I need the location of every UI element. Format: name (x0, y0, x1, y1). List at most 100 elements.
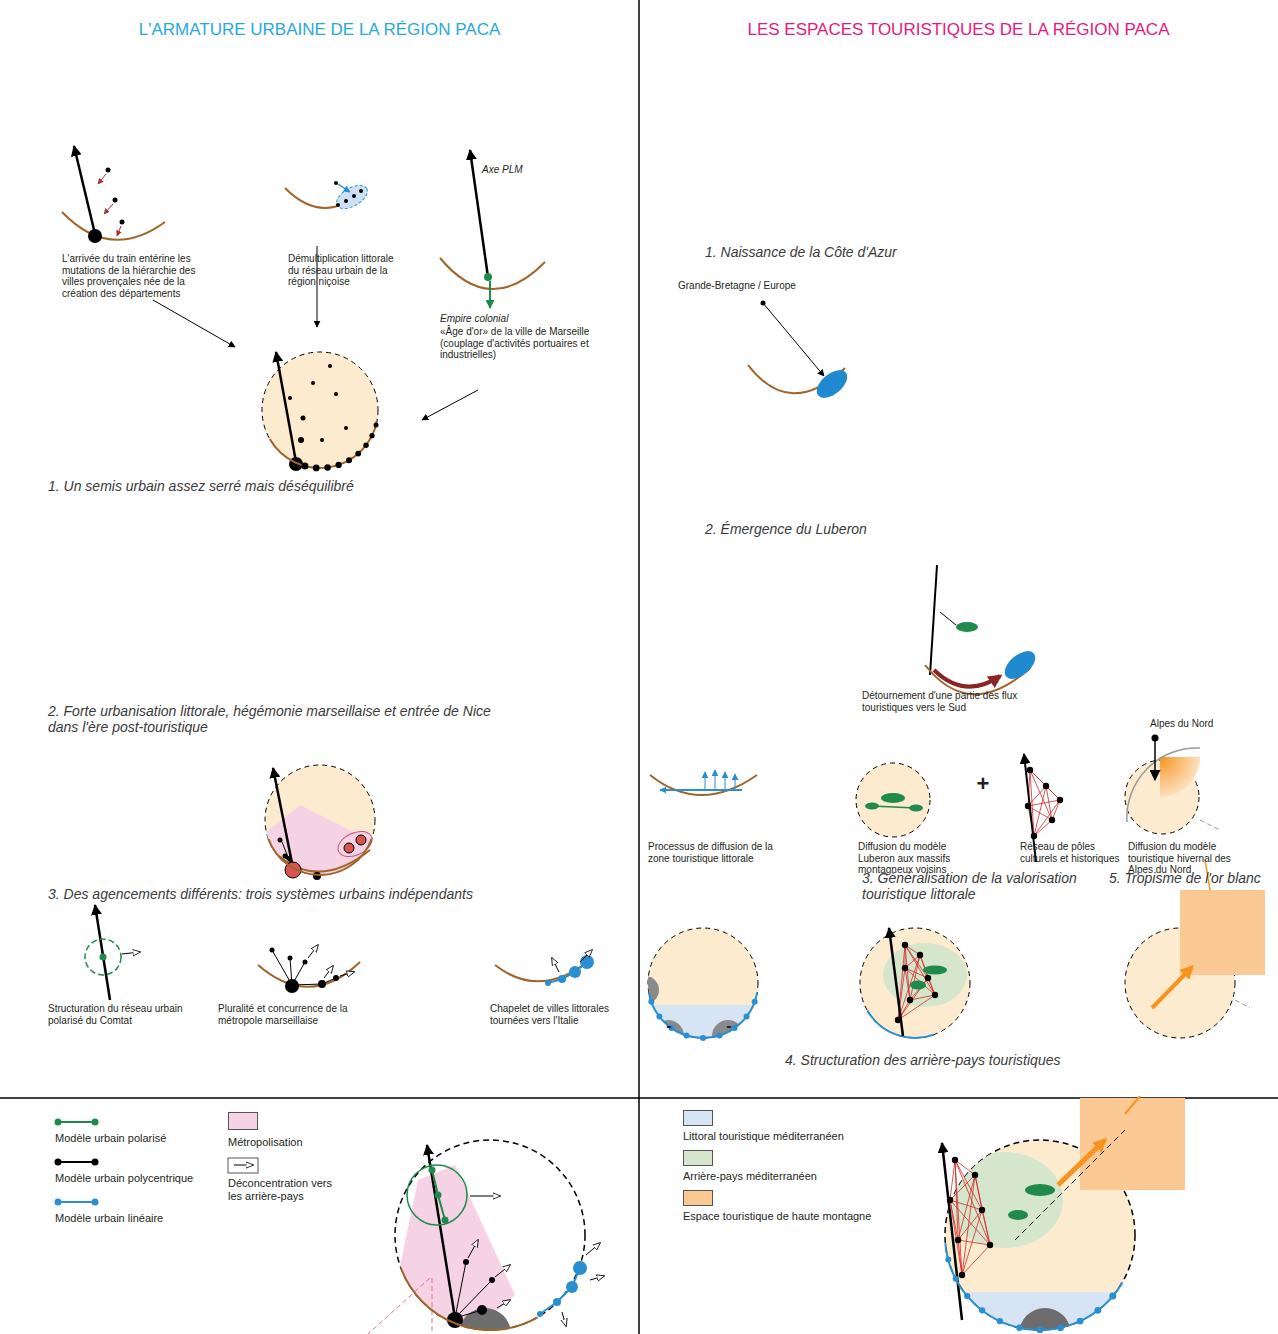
network-line (958, 1175, 975, 1240)
town-dot (683, 1032, 689, 1038)
pole-dot (987, 1242, 993, 1248)
pole-dot (932, 992, 938, 998)
pole-dot (952, 1157, 958, 1163)
coastline (649, 993, 757, 1038)
right-sketches (631, 301, 1265, 1053)
network-line (1028, 800, 1060, 806)
town-dot (1016, 1324, 1023, 1331)
section-title: 1. Naissance de la Côte d'Azur (705, 244, 1005, 260)
town-dot (1094, 1307, 1101, 1314)
pole-dot (907, 997, 913, 1003)
caption: Grande-Bretagne / Europe (678, 280, 838, 292)
town-dot (717, 1032, 723, 1038)
left-sketches (62, 146, 594, 1000)
pole-dot (917, 952, 923, 958)
network-line (950, 1200, 990, 1245)
pole-dot (1043, 783, 1049, 789)
town-dot (374, 423, 379, 428)
town-dot (301, 463, 308, 470)
legend-label: Modèle urbain polarisé (55, 1132, 220, 1145)
town-dot (363, 443, 369, 449)
section-title: 2. Forte urbanisation littorale, hégémon… (48, 703, 518, 735)
caption: Axe PLM (482, 164, 542, 176)
network-line (950, 1160, 955, 1200)
network-line (955, 1160, 990, 1245)
town-dot (752, 999, 758, 1005)
caption: Alpes du Nord (1150, 718, 1240, 730)
town-dot (313, 465, 320, 472)
town-dot (732, 1025, 738, 1031)
left-synthesis (368, 1140, 604, 1334)
panel-heading: L'ARMATURE URBAINE DE LA RÉGION PACA (0, 0, 639, 40)
network-line (958, 1240, 962, 1275)
caption: Pluralité et concurrence de la métropole… (218, 1003, 368, 1026)
town-dot (997, 1318, 1003, 1324)
town-dot (1057, 1324, 1064, 1331)
caption: Détournement d'une partie des flux touri… (862, 690, 1022, 713)
caption: Structuration du réseau urbain polarisé … (48, 1003, 188, 1026)
legend-label: Littoral touristique méditerranéen (683, 1130, 903, 1143)
symbol-label: - (723, 1018, 735, 1034)
pole-dot (955, 1237, 961, 1243)
network-line (975, 1175, 990, 1245)
town-dot (964, 1293, 970, 1299)
pole-dot (979, 1207, 985, 1213)
network-line (1034, 820, 1052, 836)
network-line (958, 1240, 990, 1245)
town-dot (336, 462, 342, 468)
section-title: 5. Tropisme de l'or blanc (1109, 870, 1274, 886)
caption: «Âge d'or» de la ville de Marseille (cou… (440, 326, 635, 361)
symbol-label: + (973, 776, 993, 792)
town-dot (953, 1276, 959, 1282)
network-line (905, 968, 910, 1000)
massif (910, 981, 926, 990)
legend-swatch (683, 1190, 713, 1206)
network-line (905, 945, 928, 978)
network-line (898, 978, 928, 1020)
caption: Réseau de pôles culturels et historiques (1020, 841, 1120, 864)
axis-arrow (889, 928, 903, 1036)
section-title: 3. Généralisation de la valorisation tou… (862, 870, 1102, 902)
coastline (268, 839, 371, 875)
symbol-label: - (663, 1018, 675, 1034)
town-dot (744, 1013, 750, 1019)
pole-dot (1049, 817, 1055, 823)
town-dot (369, 433, 374, 438)
town-dot (346, 457, 352, 463)
network-line (1034, 800, 1060, 836)
pole-dot (947, 1197, 953, 1203)
town-dot (324, 464, 331, 471)
town-dot (1109, 1293, 1116, 1300)
pole-dot (902, 965, 908, 971)
coastline (945, 1243, 1122, 1330)
network-line (898, 995, 935, 1020)
town-dot (1037, 1327, 1044, 1334)
legend-label: Métropolisation (228, 1136, 378, 1149)
legend-swatch (683, 1150, 713, 1166)
pole-dot (925, 975, 931, 981)
pole-dot (972, 1172, 978, 1178)
network-line (958, 1210, 982, 1240)
network-line (962, 1175, 975, 1275)
network-line (1030, 770, 1052, 820)
pole-dot (1057, 797, 1063, 803)
town-dot (656, 1013, 662, 1019)
town-dot (945, 1257, 951, 1263)
pole-dot (902, 942, 908, 948)
legend-swatch (683, 1110, 713, 1126)
town-dot (648, 999, 654, 1005)
pole-dot (959, 1272, 965, 1278)
network-line (982, 1210, 990, 1245)
network-line (1030, 770, 1060, 800)
legend-label: Espace touristique de haute montagne (683, 1210, 903, 1223)
caption: L'arrivée du train entérine les mutation… (62, 253, 212, 299)
section-title: 3. Des agencements différents: trois sys… (48, 886, 618, 902)
legend-label: Arrière-pays méditerranéen (683, 1170, 903, 1183)
coastline (270, 420, 377, 468)
network-line (950, 1175, 975, 1200)
network-line (920, 955, 935, 995)
legend-label: Déconcentration vers les arrière-pays (228, 1177, 348, 1203)
town-dot (355, 451, 361, 457)
